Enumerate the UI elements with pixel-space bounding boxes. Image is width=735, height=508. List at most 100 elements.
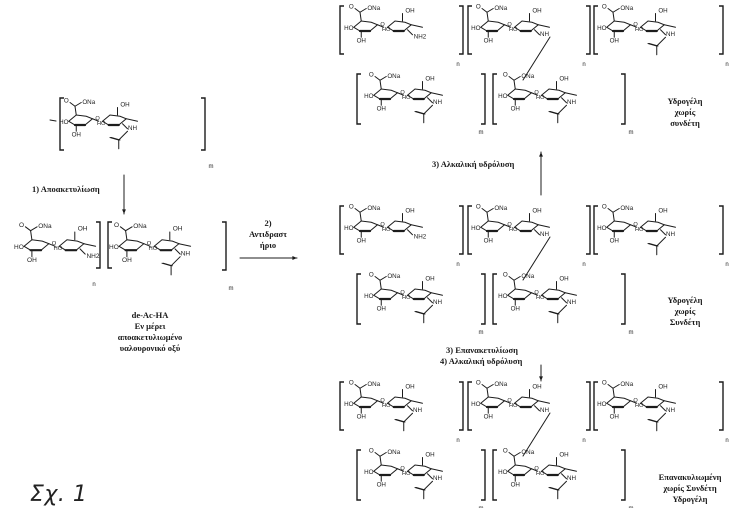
oh-group-label: OH [532,383,541,390]
carboxyl-bond [508,452,515,457]
polymer-bracket [339,381,344,431]
hydrogel-top-label-1: Υδρογέλη [667,96,703,106]
reagent-arrow-head [292,256,297,260]
glycosidic-bond [564,92,577,96]
ho-group-label: HO [509,403,518,409]
glucuronate-ring [352,396,379,408]
ho-group-label: HO [536,471,545,477]
glycosidic-bond [537,224,550,228]
glucuronate-ring [479,396,506,408]
nh-group-label: NH [540,407,549,414]
step3-top-label: 3) Αλκαλική υδρόλυση [432,159,515,169]
polymer-bracket [586,381,591,431]
glucuronate-ring [118,239,145,251]
oh-group-label: OH [658,7,667,14]
amine-bond [660,29,666,36]
glycosidic-bond [564,468,577,472]
carboxyl-bond [359,211,362,222]
acetyl-bond [403,412,413,423]
ho-group-label: HO [382,27,391,33]
glycosidic-oxygen-label: O [507,222,512,228]
glycosidic-oxygen-label: O [380,398,385,404]
glycosidic-bond [537,400,550,404]
carboxyl-bond [612,384,620,389]
oh-group-label: OH [559,75,568,82]
repeat-subscript: m [479,330,484,336]
glucuronate-ring [23,239,50,251]
glycosidic-bond [504,24,512,28]
polymer-bracket [586,205,591,255]
oh-group-label: OH [610,237,619,244]
oh-group-label: OH [122,257,132,264]
deac-label-1: de-Ac-HA [131,310,169,320]
oxygen-label: O [369,72,374,79]
ho-group-label: HO [59,119,69,126]
glycosidic-oxygen-label: O [507,22,512,28]
oxygen-label: O [19,222,24,229]
acetyl-bond [162,262,173,267]
acetyl-bond [656,412,666,423]
nh-group-label: NH [540,231,549,238]
acetyl-bond [423,304,433,315]
ho-group-label: HO [344,25,354,32]
glycosidic-bond [397,92,405,96]
polymer-bracket [467,205,472,255]
acetyl-bond [549,311,560,315]
glucuronate-ring [605,220,632,232]
glycosidic-bond [537,24,550,28]
glucuronate-ring [506,464,533,476]
glycosidic-bond [143,243,151,247]
glycosidic-bond [377,24,385,28]
oxygen-label: O [476,204,481,211]
glucuronate-ring [605,396,632,408]
ona-group-label: ONa [387,73,400,80]
carboxyl-bond [30,226,38,232]
oh-group-label: OH [357,37,366,44]
oh-group-label: OH [425,451,434,458]
glycosidic-oxygen-label: O [633,398,638,404]
carboxyl-bond [486,11,489,22]
glycosidic-bond [531,292,539,296]
starting-ha-right-bracket [201,97,206,151]
step2-label-3: ήριο [259,240,277,250]
glycosidic-oxygen-label: O [52,241,57,247]
glycosidic-bond [663,224,676,228]
repeat-subscript: m [629,330,634,336]
acetyl-bond [656,36,666,47]
oh-group-label: OH [405,383,414,390]
polymer-bracket [492,273,497,325]
acetyl-bond [118,130,128,141]
repeat-subscript: n [582,262,585,268]
glycosidic-oxygen-label: O [95,116,100,122]
oxygen-label: O [503,272,508,279]
starting-ha-subscript: m [209,164,214,170]
deac-n-subscript: n [92,282,95,288]
chain-bond [49,119,57,122]
acetyl-bond [395,419,406,423]
glucuronate-ring [352,20,379,32]
repeat-subscript: n [725,262,728,268]
acetyl-bond [423,480,433,491]
glycosidic-oxygen-label: O [507,398,512,404]
glycosidic-oxygen-label: O [380,22,385,28]
carboxyl-bond [612,387,615,398]
glycosidic-bond [430,92,443,96]
carboxyl-bond [374,452,381,457]
glycosidic-bond [430,292,443,296]
nh-group-label: NH [433,99,442,106]
oh-group-label: OH [357,237,366,244]
carboxyl-bond [354,8,361,13]
polymer-bracket [459,5,464,55]
carboxyl-bond [69,102,76,107]
oxygen-label: O [369,448,374,455]
polymer-bracket [492,73,497,125]
glycosidic-bond [48,243,56,247]
amine-bond [561,297,567,304]
ho-group-label: HO [597,401,607,408]
amine-bond [407,229,413,236]
oxygen-label: O [349,4,354,11]
polymer-bracket [481,449,486,501]
nh-group-label: NH [666,231,675,238]
oh-group-label: OH [357,413,366,420]
